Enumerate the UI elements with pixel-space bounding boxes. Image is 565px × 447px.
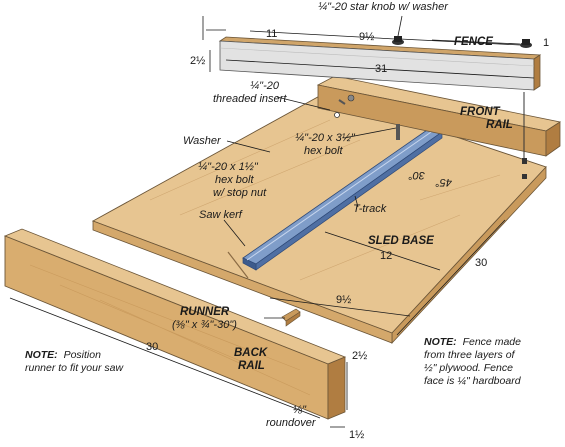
- hardware: [334, 92, 527, 179]
- back-rail-length-dim: 30: [146, 341, 158, 353]
- t-track-label: T-track: [353, 203, 387, 215]
- hexbolt-long-label-1: ¼"-20 x 1½": [198, 161, 259, 173]
- note-right-line-3: ½" plywood. Fence: [424, 362, 513, 374]
- fence-label: FENCE: [454, 36, 493, 48]
- svg-text:NOTE: Position: NOTE: Position: [25, 349, 101, 361]
- insert-label-2: threaded insert: [213, 93, 287, 105]
- angle-45-label: 45°: [435, 176, 452, 188]
- washer-label: Washer: [183, 135, 222, 147]
- back-rail-label-2: RAIL: [238, 360, 265, 372]
- saw-kerf-line: [227, 251, 249, 279]
- note-left-line-1: Position: [64, 349, 102, 361]
- note-right-bold: NOTE:: [424, 336, 457, 348]
- runner: [281, 308, 301, 327]
- hexbolt-long-label-3: w/ stop nut: [213, 187, 267, 199]
- roundover-label-1: ⅛": [293, 404, 307, 416]
- front-rail-label-1: FRONT: [460, 106, 501, 118]
- note-right-line-4: face is ¼" hardboard: [424, 375, 522, 387]
- note-left-line-2: runner to fit your saw: [25, 362, 124, 374]
- fence-end-dim: 1: [543, 37, 549, 49]
- fence-knob-dim: 9½: [359, 31, 374, 43]
- back-rail-thickness-dim: 1½: [349, 429, 364, 441]
- fence-length-dim: 31: [375, 63, 387, 75]
- fence-height-dim: 2½: [190, 55, 205, 67]
- labels: ¼"-20 star knob w/ washer FENCE 11 9½ 1 …: [146, 1, 549, 441]
- star-knob: [392, 36, 532, 48]
- hexbolt-long-label-2: hex bolt: [215, 174, 254, 186]
- star-knob-label: ¼"-20 star knob w/ washer: [318, 1, 449, 13]
- saw-kerf-label: Saw kerf: [199, 209, 243, 221]
- dimension-lines: [9, 15, 535, 428]
- hexbolt-short-label-1: ¼"-20 x 3½": [295, 132, 356, 144]
- base-30-dim: 30: [475, 257, 487, 269]
- runner-label-1: RUNNER: [180, 306, 230, 318]
- note-right: NOTE: Fence made from three layers of ½"…: [424, 336, 522, 387]
- roundover-label-2: roundover: [266, 417, 317, 429]
- fence-offset-dim: 11: [266, 28, 277, 40]
- note-right-line-2: from three layers of: [424, 349, 516, 361]
- back-rail: [3, 228, 347, 420]
- note-right-line-1: Fence made: [463, 336, 522, 348]
- note-left: NOTE: Position runner to fit your saw: [25, 349, 124, 374]
- sled-base-label: SLED BASE: [368, 235, 434, 247]
- back-rail-height-dim: 2½: [352, 350, 367, 362]
- runner-label-2: (⅜" x ¾"-30"): [172, 319, 237, 331]
- fence: [218, 36, 542, 91]
- front-rail-label-2: RAIL: [486, 119, 513, 131]
- base-12-dim: 12: [380, 250, 392, 262]
- svg-text:NOTE: Fence made: NOTE: Fence made: [424, 336, 521, 348]
- back-rail-label-1: BACK: [234, 347, 268, 359]
- insert-label-1: ¼"-20: [250, 80, 280, 92]
- front-rail: [316, 75, 562, 157]
- hexbolt-short-label-2: hex bolt: [304, 145, 343, 157]
- runner-offset-dim: 9½: [336, 294, 351, 306]
- note-left-bold: NOTE:: [25, 349, 58, 361]
- angle-30-label: 30°: [408, 169, 425, 181]
